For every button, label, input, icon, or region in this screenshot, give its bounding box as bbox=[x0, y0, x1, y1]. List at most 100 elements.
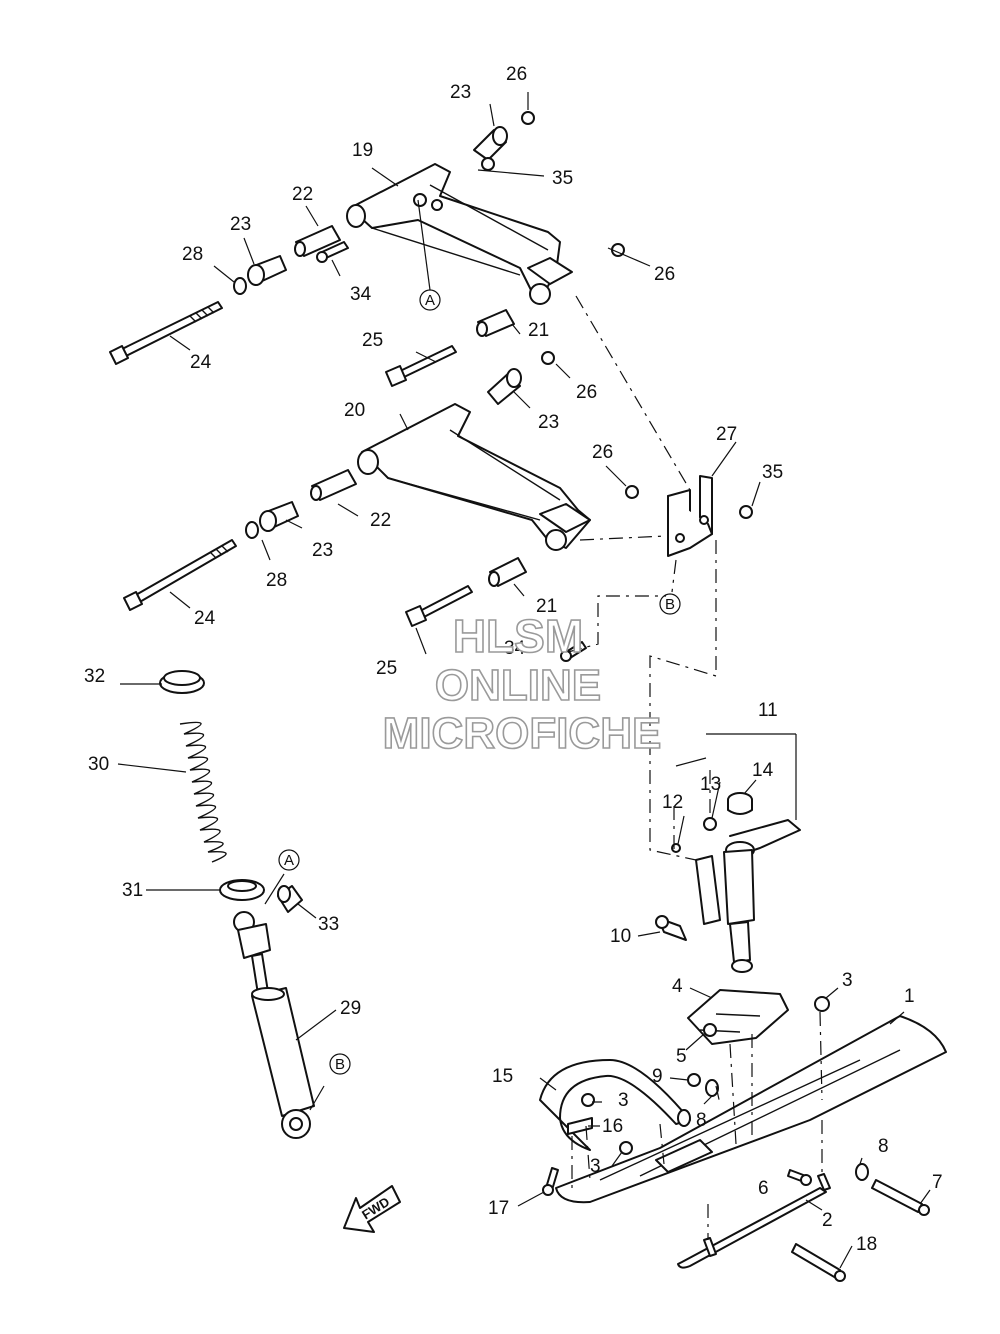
callout-8-rear: 8 bbox=[878, 1136, 889, 1157]
callout-26-middle: 26 bbox=[576, 382, 597, 403]
bracket-27[interactable] bbox=[667, 475, 713, 557]
callout-22-lower: 22 bbox=[370, 510, 391, 531]
callout-3-top: 3 bbox=[842, 970, 853, 991]
bushing-21-lower[interactable] bbox=[488, 557, 527, 587]
svg-text:A: A bbox=[284, 852, 294, 869]
callout-13: 13 bbox=[700, 774, 721, 795]
bolt-24-lower[interactable] bbox=[123, 539, 237, 611]
callout-27: 27 bbox=[716, 424, 737, 445]
reference-mark-a-upper: A bbox=[419, 289, 441, 311]
svg-text:MICROFICHE: MICROFICHE bbox=[383, 709, 662, 758]
watermark: HLSM ONLINE MICROFICHE bbox=[382, 609, 662, 759]
callout-26-top: 26 bbox=[506, 64, 527, 85]
washer-8-rear[interactable] bbox=[855, 1163, 869, 1181]
callout-23-upper-left: 23 bbox=[230, 214, 251, 235]
collar-33[interactable] bbox=[277, 885, 303, 913]
nut-12[interactable] bbox=[671, 843, 681, 853]
callout-25-upper: 25 bbox=[362, 330, 383, 351]
collar-23-upper-right[interactable] bbox=[473, 126, 508, 161]
callout-18: 18 bbox=[856, 1234, 877, 1255]
lower-arm-20[interactable] bbox=[357, 403, 591, 551]
bolt-34-upper[interactable] bbox=[316, 241, 349, 263]
collar-23-lower-left[interactable] bbox=[259, 501, 299, 532]
washer-28-lower[interactable] bbox=[245, 521, 259, 539]
spring-seat-32[interactable] bbox=[159, 670, 205, 694]
nut-3-lower[interactable] bbox=[619, 1141, 633, 1155]
callout-23-lower-left: 23 bbox=[312, 540, 333, 561]
callout-34-upper: 34 bbox=[350, 284, 372, 305]
shock-absorber-29[interactable] bbox=[233, 911, 315, 1139]
steering-spindle-11[interactable] bbox=[695, 819, 801, 973]
nut-35-upper[interactable] bbox=[481, 157, 495, 171]
bolt-7[interactable] bbox=[871, 1179, 930, 1216]
svg-text:HLSM: HLSM bbox=[453, 610, 583, 662]
callout-34-lower: 34 bbox=[504, 638, 526, 659]
callout-12: 12 bbox=[662, 792, 683, 813]
bushing-22-upper[interactable] bbox=[294, 225, 341, 257]
bushing-21-upper[interactable] bbox=[476, 309, 515, 337]
bolt-17[interactable] bbox=[542, 1167, 559, 1196]
bolt-6[interactable] bbox=[787, 1169, 812, 1186]
callout-10: 10 bbox=[610, 926, 631, 947]
bolt-24-upper[interactable] bbox=[109, 301, 223, 365]
nut-26-lower-top[interactable] bbox=[541, 351, 555, 365]
callout-17: 17 bbox=[488, 1198, 509, 1219]
spring-seat-31[interactable] bbox=[219, 879, 265, 901]
callout-26-upper-right: 26 bbox=[654, 264, 675, 285]
svg-text:B: B bbox=[335, 1056, 345, 1073]
bushing-22-lower[interactable] bbox=[310, 469, 357, 501]
nut-26-lower-right[interactable] bbox=[625, 485, 639, 499]
plate-16[interactable] bbox=[567, 1117, 593, 1135]
leader-lines bbox=[117, 92, 931, 1269]
callout-35-upper: 35 bbox=[552, 168, 573, 189]
reference-mark-b-shock: B bbox=[329, 1053, 351, 1075]
nut-26-upper-top[interactable] bbox=[521, 111, 535, 125]
callout-3-lower: 3 bbox=[590, 1156, 601, 1177]
callout-labels: 1 2 3 3 3 4 5 6 7 8 8 9 10 11 12 13 14 1… bbox=[84, 64, 943, 1255]
reference-mark-a-shock: A bbox=[278, 849, 300, 871]
callout-20: 20 bbox=[344, 400, 365, 421]
nut-3-handle[interactable] bbox=[581, 1093, 595, 1107]
bushing-10[interactable] bbox=[655, 915, 687, 941]
callout-35-bracket: 35 bbox=[762, 462, 783, 483]
handle-15[interactable] bbox=[539, 1059, 691, 1151]
callout-24-upper: 24 bbox=[190, 352, 212, 373]
spring-30[interactable] bbox=[179, 721, 227, 863]
reference-mark-b-bracket: B bbox=[659, 593, 681, 615]
callout-23-top: 23 bbox=[450, 82, 471, 103]
bolt-25-lower[interactable] bbox=[405, 585, 473, 627]
ski-1[interactable] bbox=[555, 1015, 947, 1204]
cap-14[interactable] bbox=[727, 792, 753, 815]
svg-text:ONLINE: ONLINE bbox=[435, 661, 601, 710]
callout-8-front: 8 bbox=[696, 1110, 707, 1131]
callout-23-lower-right: 23 bbox=[538, 412, 559, 433]
callout-26-lower-right: 26 bbox=[592, 442, 613, 463]
nut-35-bracket[interactable] bbox=[739, 505, 753, 519]
nut-9[interactable] bbox=[687, 1073, 701, 1087]
washer-28-upper[interactable] bbox=[233, 277, 247, 295]
bolt-18[interactable] bbox=[791, 1243, 846, 1282]
callout-22-upper: 22 bbox=[292, 184, 313, 205]
callout-1: 1 bbox=[904, 986, 915, 1007]
callout-9: 9 bbox=[652, 1066, 663, 1087]
callout-5: 5 bbox=[676, 1046, 687, 1067]
wear-bar-2[interactable] bbox=[677, 1173, 831, 1269]
washer-13[interactable] bbox=[703, 817, 717, 831]
callout-31: 31 bbox=[122, 880, 143, 901]
ski-bracket-4[interactable] bbox=[687, 989, 789, 1045]
nut-3-top[interactable] bbox=[814, 996, 830, 1012]
callout-15: 15 bbox=[492, 1066, 513, 1087]
callout-25-lower: 25 bbox=[376, 658, 397, 679]
upper-arm-19[interactable] bbox=[346, 163, 573, 305]
fwd-direction-arrow: FWD bbox=[343, 1185, 401, 1233]
collar-23-upper-left[interactable] bbox=[247, 255, 287, 286]
collar-23-lower-right[interactable] bbox=[487, 368, 522, 405]
bolt-25-upper[interactable] bbox=[385, 345, 457, 387]
svg-text:B: B bbox=[665, 596, 675, 613]
callout-4: 4 bbox=[672, 976, 683, 997]
callout-14: 14 bbox=[752, 760, 774, 781]
callout-30: 30 bbox=[88, 754, 109, 775]
callout-3-handle: 3 bbox=[618, 1090, 629, 1111]
callout-28-lower: 28 bbox=[266, 570, 287, 591]
callout-28-upper: 28 bbox=[182, 244, 203, 265]
